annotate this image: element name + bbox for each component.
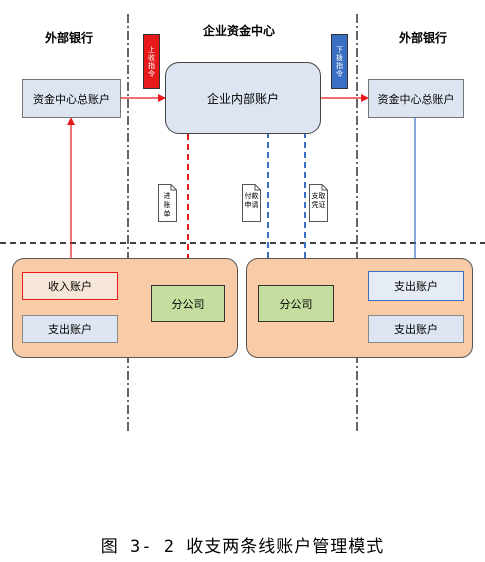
income-account-label: 收入账户 (48, 280, 92, 293)
left-expense-account-label: 支出账户 (48, 323, 92, 336)
left-expense-account: 支出账户 (22, 315, 118, 343)
right-expense-account-bottom: 支出账户 (368, 315, 464, 343)
header-right-bank: 外部银行 (398, 31, 447, 45)
figure-caption: 图 3- 2 收支两条线账户管理模式 (100, 537, 385, 557)
internal-account: 企业内部账户 (165, 62, 321, 134)
income-account: 收入账户 (22, 272, 118, 300)
deposit-slip-document: 进账单 (158, 184, 177, 222)
document-icon (242, 184, 261, 222)
upload-instruction-label: 上收指令 (147, 45, 156, 78)
document-icon (158, 184, 177, 222)
internal-account-label: 企业内部账户 (206, 91, 279, 106)
download-instruction-tag: 下拨指令 (331, 34, 348, 89)
right-total-account: 资金中心总账户 (368, 79, 464, 118)
upload-instruction-tag: 上收指令 (143, 34, 160, 89)
branch-left: 分公司 (151, 285, 225, 322)
right-total-account-label: 资金中心总账户 (377, 92, 455, 106)
branch-right-label: 分公司 (279, 297, 313, 311)
payment-voucher-document: 支取凭证 (309, 184, 328, 222)
header-center: 企业资金中心 (202, 24, 275, 38)
deposit-slip-label: 进账单 (163, 192, 171, 218)
right-expense-account-bottom-label: 支出账户 (394, 323, 438, 336)
left-total-account-label: 资金中心总账户 (33, 92, 110, 106)
payment-request-document: 付款申请 (242, 184, 261, 222)
branch-left-label: 分公司 (171, 297, 205, 311)
header-left-bank: 外部银行 (44, 31, 93, 45)
branch-right: 分公司 (258, 285, 334, 322)
right-expense-account-top: 支出账户 (368, 271, 464, 301)
download-instruction-label: 下拨指令 (335, 45, 344, 78)
right-expense-account-top-label: 支出账户 (394, 280, 438, 293)
document-icon (309, 184, 328, 222)
left-total-account: 资金中心总账户 (22, 79, 121, 118)
payment-request-label: 付款申请 (244, 192, 259, 209)
payment-voucher-label: 支取凭证 (311, 192, 326, 209)
